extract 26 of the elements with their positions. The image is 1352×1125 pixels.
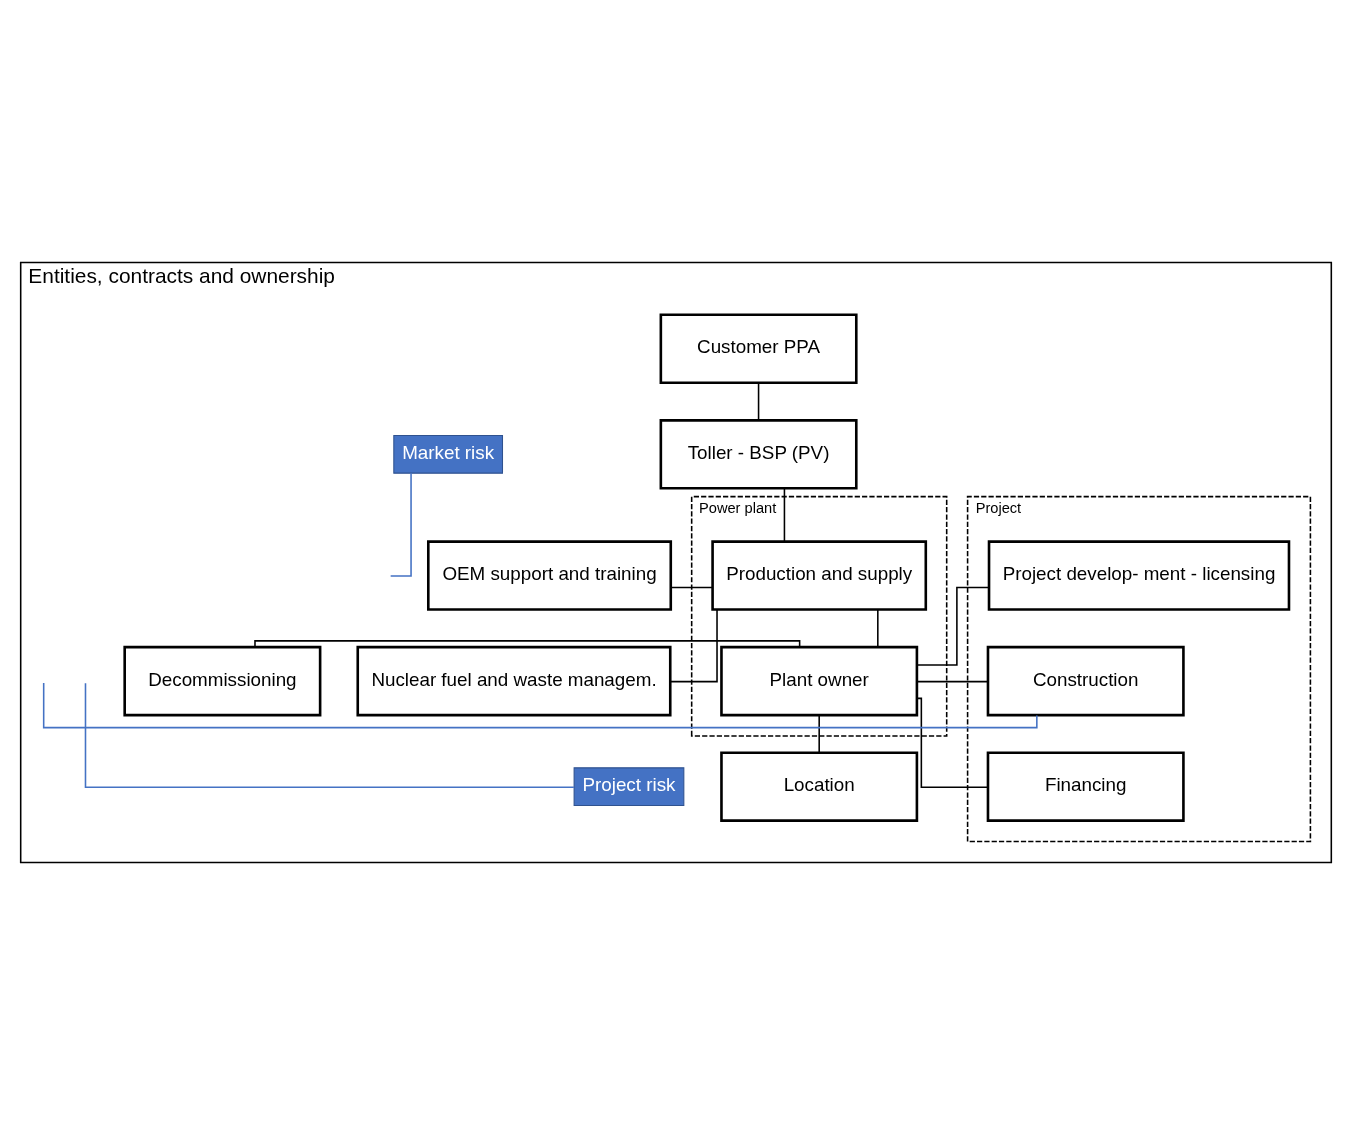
connector xyxy=(670,586,713,589)
connector xyxy=(84,682,575,788)
connector xyxy=(818,714,820,754)
node-box: Production and supply xyxy=(711,540,928,611)
node-box: Customer PPA xyxy=(659,313,858,385)
node-box: Financing xyxy=(986,751,1185,822)
node-box: Decommissioning xyxy=(123,645,322,717)
connector xyxy=(783,487,786,543)
node-box: Plant owner xyxy=(720,645,919,717)
node-box: Toller - BSP (PV) xyxy=(659,419,858,490)
node-box: Construction xyxy=(986,645,1185,717)
connector xyxy=(389,472,412,577)
connector xyxy=(916,586,990,666)
connector xyxy=(254,640,801,648)
node-box: Project develop- ment - licensing xyxy=(987,540,1291,611)
connector xyxy=(877,608,879,648)
connector xyxy=(916,680,989,683)
node-box: Market risk xyxy=(393,435,504,474)
connector xyxy=(42,682,1038,729)
connector xyxy=(757,381,760,421)
node-box: OEM support and training xyxy=(427,540,673,611)
node-box: Project risk xyxy=(573,767,685,807)
node-box: Location xyxy=(720,751,919,822)
connector xyxy=(669,608,718,683)
connector xyxy=(916,697,989,788)
node-box: Nuclear fuel and waste managem. xyxy=(356,645,672,717)
